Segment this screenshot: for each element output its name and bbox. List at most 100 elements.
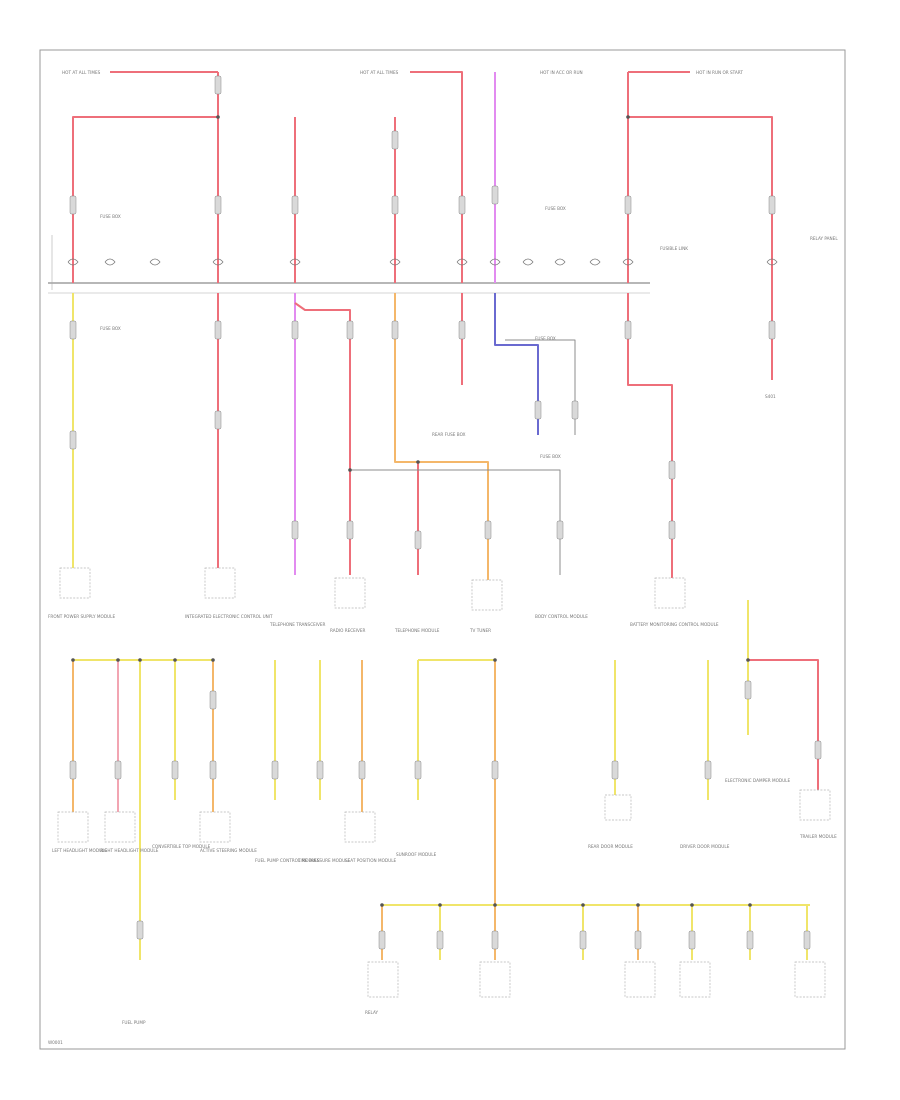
component-box: [334, 577, 366, 609]
module-label-5: TELEPHONE MODULE: [394, 628, 440, 633]
wire-connector: [458, 195, 466, 215]
wire-connector: [136, 920, 144, 940]
component-box: [344, 811, 376, 843]
wire: [294, 302, 351, 575]
diagram-frame: [39, 49, 846, 1050]
wire-connector: [744, 680, 752, 700]
lower-label-12: TRAILER MODULE: [799, 834, 837, 839]
wire-connector: [214, 195, 222, 215]
splice-node: [493, 903, 497, 907]
bottom-label-1: FUEL PUMP: [122, 1020, 146, 1025]
wire-connector: [611, 760, 619, 780]
wire: [627, 293, 673, 580]
wire-connector: [69, 430, 77, 450]
component-box: [604, 794, 632, 821]
wire-connector: [491, 930, 499, 950]
wire-connector: [214, 320, 222, 340]
lower-label-10: DRIVER DOOR MODULE: [680, 844, 730, 849]
component-box: [199, 811, 231, 843]
wire-connector: [391, 320, 399, 340]
fuse-box-label-right: FUSE BOX: [545, 206, 566, 211]
fuse-symbol: [589, 258, 601, 266]
wire-connector: [346, 320, 354, 340]
splice-node: [380, 903, 384, 907]
bottom-labels: FUEL PUMP RELAY W0001: [48, 1010, 379, 1045]
wire: [748, 659, 819, 790]
wire-connector: [214, 75, 222, 95]
lower-label-7: SEAT POSITION MODULE: [345, 858, 397, 863]
lower-label-3: CONVERTIBLE TOP MODULE: [152, 844, 211, 849]
wire-connector: [668, 520, 676, 540]
wire-connector: [414, 760, 422, 780]
wire-connector: [556, 520, 564, 540]
source-label-3: HOT IN ACC OR RUN: [540, 70, 583, 75]
module-label-3: TELEPHONE TRANSCEIVER: [269, 622, 326, 627]
wire: [505, 339, 576, 435]
module-label-1: FRONT POWER SUPPLY MODULE: [48, 614, 115, 619]
fuse-box-label-bottom: FUSE BOX: [100, 326, 121, 331]
splice-node: [636, 903, 640, 907]
splice-node: [71, 658, 75, 662]
source-labels: HOT AT ALL TIMES HOT AT ALL TIMES HOT IN…: [62, 70, 743, 75]
fuse-symbol: [554, 258, 566, 266]
splice-node: [211, 658, 215, 662]
wire-connector: [391, 130, 399, 150]
page-code: W0001: [48, 1040, 63, 1045]
wire-connector: [291, 320, 299, 340]
component-box: [799, 789, 831, 821]
lower-label-6: TIRE PRESSURE MODULE: [297, 858, 351, 863]
wire: [72, 72, 219, 283]
wire-connector: [768, 320, 776, 340]
source-label-4: HOT IN RUN OR START: [696, 70, 743, 75]
lower-label-11: ELECTRONIC DAMPER MODULE: [725, 778, 791, 783]
lower-label-9: REAR DOOR MODULE: [588, 844, 633, 849]
relay-panel-label: RELAY PANEL: [810, 236, 838, 241]
fuse-box-bus: FUSE BOX FUSE BOX FUSE BOX FUSE BOX FUSI…: [48, 206, 838, 459]
wire-connector: [814, 740, 822, 760]
component-box: [204, 567, 236, 599]
wire-connector: [291, 195, 299, 215]
wire-connector: [291, 520, 299, 540]
wire-connector: [414, 530, 422, 550]
wire-connector: [704, 760, 712, 780]
wire-connector: [209, 760, 217, 780]
wire-connector: [391, 195, 399, 215]
module-label-8: BATTERY MONITORING CONTROL MODULE: [630, 622, 719, 627]
wire-connector: [624, 195, 632, 215]
wire-connector: [491, 760, 499, 780]
fuse-symbol: [149, 258, 161, 266]
wires-layer: [67, 71, 822, 960]
upper-component-labels: FRONT POWER SUPPLY MODULE INTEGRATED ELE…: [48, 614, 719, 633]
splice-node: [173, 658, 177, 662]
fuse-box-label-left: FUSE BOX: [100, 214, 121, 219]
wire-connector: [346, 520, 354, 540]
fuse-symbol: [289, 258, 301, 266]
lower-label-1: LEFT HEADLIGHT MODULE: [52, 848, 107, 853]
splice-node: [116, 658, 120, 662]
splice-node: [626, 115, 630, 119]
wire: [628, 116, 773, 380]
component-box: [479, 961, 511, 998]
wire-connector: [634, 930, 642, 950]
splice-node: [438, 903, 442, 907]
wire-connector: [688, 930, 696, 950]
wire: [350, 469, 561, 575]
lower-label-8: SUNROOF MODULE: [396, 852, 437, 857]
wire-connector: [171, 760, 179, 780]
fusible-link-label: FUSIBLE LINK: [660, 246, 688, 251]
wire-connector: [768, 195, 776, 215]
lower-label-5: FUEL PUMP CONTROL MODULE: [255, 858, 320, 863]
component-box: [679, 961, 711, 998]
component-box: [794, 961, 826, 998]
component-box: [654, 577, 686, 609]
source-label-2: HOT AT ALL TIMES: [360, 70, 399, 75]
wire-connector: [668, 460, 676, 480]
wire-connector: [571, 400, 579, 420]
fuse-symbol: [489, 258, 501, 266]
module-label-2: INTEGRATED ELECTRONIC CONTROL UNIT: [185, 614, 273, 619]
component-box: [367, 961, 399, 998]
wire-connector: [69, 760, 77, 780]
wire-connector: [378, 930, 386, 950]
splice-node: [348, 468, 352, 472]
